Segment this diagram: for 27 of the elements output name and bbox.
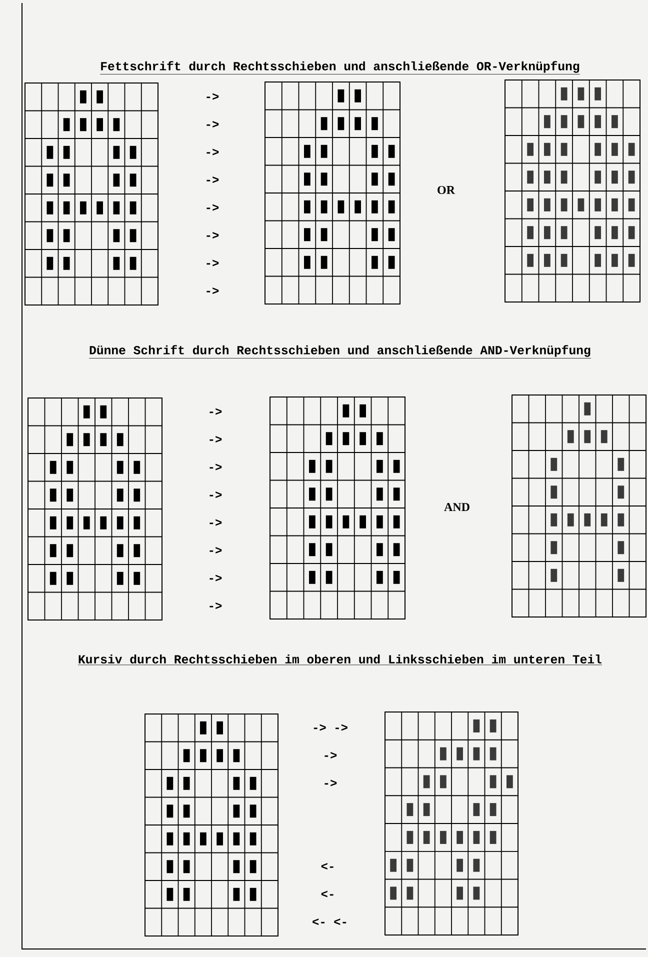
shift-symbol: -> xyxy=(210,464,222,470)
shift-symbol: -> -> xyxy=(314,724,348,731)
shift-symbol: -> xyxy=(210,492,222,498)
shift-symbol: -> xyxy=(206,260,219,266)
shift-symbol: -> xyxy=(206,232,219,238)
section-heading: Dünne Schrift durch Rechtsschieben und anschließende AND-Verknüpfung xyxy=(88,345,592,358)
shift-symbol: <- xyxy=(321,863,334,870)
shift-symbol: -> xyxy=(206,148,219,156)
shift-symbol: <- xyxy=(321,890,334,898)
shift-symbol: -> xyxy=(210,574,222,582)
shift-symbol: <- <- xyxy=(312,918,346,925)
shift-symbol: -> xyxy=(210,408,222,415)
shift-symbol: -> xyxy=(206,93,219,100)
section-heading: Kursiv durch Rechtsschieben im oberen und Linksschieben im unteren Teil xyxy=(78,654,602,666)
shift-symbol: -> xyxy=(210,436,222,442)
shift-symbol: -> xyxy=(210,547,222,554)
shift-symbol: -> xyxy=(210,519,222,526)
shift-symbol: -> xyxy=(206,288,219,294)
shift-symbol: -> xyxy=(324,752,337,758)
shift-symbol: -> xyxy=(324,780,337,786)
shift-symbol: -> xyxy=(206,176,219,183)
shift-symbol: -> xyxy=(206,204,219,211)
operator-label: OR xyxy=(438,186,456,194)
section-heading: Fettschrift durch Rechtsschieben und anschließende OR-Verknüpfung xyxy=(100,61,580,74)
operator-label: AND xyxy=(444,503,470,511)
shift-symbol: -> xyxy=(210,602,222,609)
shift-symbol: -> xyxy=(206,121,219,128)
